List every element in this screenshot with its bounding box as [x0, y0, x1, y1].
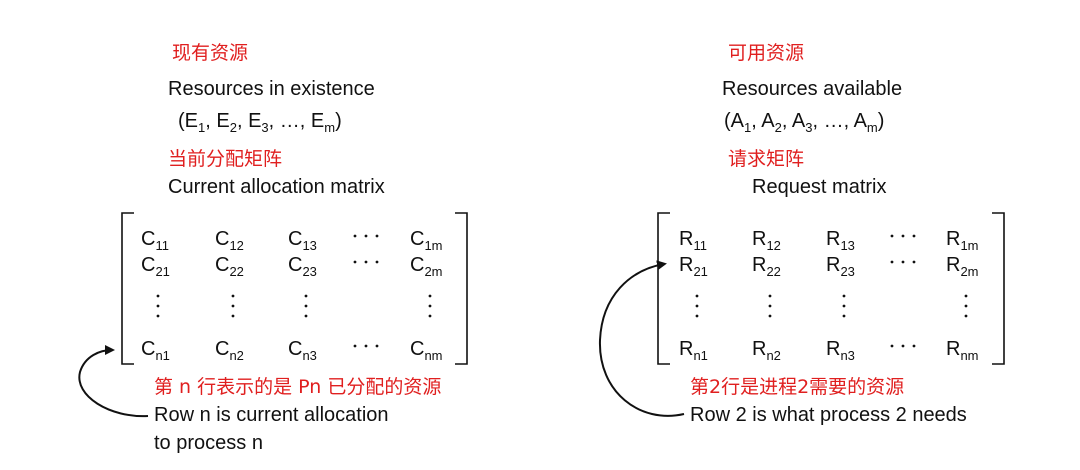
left-cell-13: C13 [288, 228, 317, 253]
left-resource-vector: (E1, E2, E3, …, Em) [178, 110, 342, 135]
left-cell-21: C21 [141, 254, 170, 279]
right-cell-n2: Rn2 [752, 338, 781, 363]
left-cell-n1: Cn1 [141, 338, 170, 363]
left-en-note-line2: to process n [154, 432, 263, 454]
right-cell-nm: Rnm [946, 338, 979, 363]
right-cell-21: R21 [679, 254, 708, 279]
right-resource-vector: (A1, A2, A3, …, Am) [724, 110, 885, 135]
left-cell-n2: Cn2 [215, 338, 244, 363]
left-hdots [353, 234, 379, 348]
left-zh-matrix-title: 当前分配矩阵 [168, 148, 283, 170]
left-zh-note: 第 n 行表示的是 Pn 已分配的资源 [154, 376, 442, 398]
right-zh-note: 第2行是进程2需要的资源 [690, 376, 905, 398]
right-zh-resources-title: 可用资源 [728, 42, 805, 64]
right-zh-matrix-title: 请求矩阵 [728, 148, 805, 170]
right-cell-23: R23 [826, 254, 855, 279]
left-cell-12: C12 [215, 228, 244, 253]
left-curved-arrow [78, 345, 149, 418]
right-en-note-line1: Row 2 is what process 2 needs [690, 404, 967, 426]
right-matrix-right-bracket [992, 212, 1005, 365]
right-cell-12: R12 [752, 228, 781, 253]
left-vdots [156, 294, 432, 318]
left-matrix-left-bracket [121, 212, 134, 365]
right-cell-2m: R2m [946, 254, 979, 279]
right-en-resources-title: Resources available [722, 78, 903, 100]
right-en-matrix-title: Request matrix [752, 176, 887, 198]
right-vdots [695, 294, 968, 318]
left-cell-2m: C2m [410, 254, 443, 279]
left-cell-n3: Cn3 [288, 338, 317, 363]
left-zh-resources-title: 现有资源 [172, 42, 249, 64]
right-matrix-left-bracket [657, 212, 670, 365]
left-en-resources-title: Resources in existence [168, 78, 375, 100]
right-cell-13: R13 [826, 228, 855, 253]
right-hdots [890, 234, 916, 348]
right-cell-1m: R1m [946, 228, 979, 253]
left-cell-nm: Cnm [410, 338, 443, 363]
right-cell-22: R22 [752, 254, 781, 279]
right-cell-11: R11 [679, 228, 707, 253]
left-cell-23: C23 [288, 254, 317, 279]
left-en-matrix-title: Current allocation matrix [168, 176, 385, 198]
right-cell-n3: Rn3 [826, 338, 855, 363]
left-matrix-right-bracket [455, 212, 468, 365]
right-curved-arrow [598, 260, 685, 417]
left-cell-22: C22 [215, 254, 244, 279]
left-cell-11: C11 [141, 228, 169, 253]
left-en-note-line1: Row n is current allocation [154, 404, 389, 426]
left-cell-1m: C1m [410, 228, 443, 253]
right-cell-n1: Rn1 [679, 338, 708, 363]
